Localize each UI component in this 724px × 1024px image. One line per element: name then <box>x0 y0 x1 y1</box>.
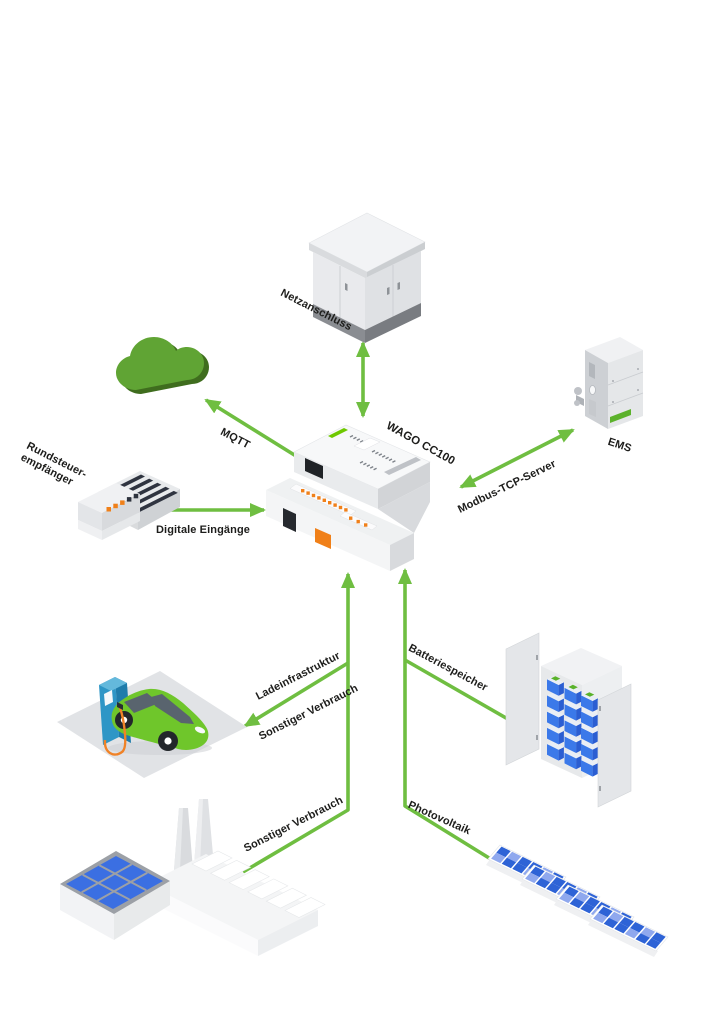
ev-charging-illustration <box>57 671 247 778</box>
side-windows <box>151 694 194 724</box>
headlight <box>194 726 206 734</box>
ems-device <box>574 337 644 429</box>
battery-modules <box>547 676 598 777</box>
battery-storage-illustration <box>505 632 632 808</box>
orange-lever <box>315 528 331 549</box>
wago-logo <box>328 428 348 438</box>
electric-car <box>111 688 209 751</box>
arrow-mqtt <box>204 398 297 458</box>
door-handle <box>397 282 400 290</box>
arrow-modbus-tcp <box>459 428 575 489</box>
battery-door-right <box>597 683 632 808</box>
wago-cc100-device <box>266 424 431 571</box>
door-handle <box>387 287 390 295</box>
charge-port <box>117 702 123 710</box>
ems-brand-strip <box>610 409 631 423</box>
arrow-ladeinfrastruktur <box>243 661 349 728</box>
door-handle <box>345 283 348 291</box>
connections <box>163 341 575 874</box>
rundsteuerempfaenger-device <box>78 471 180 540</box>
netzanschluss-cabinet <box>308 212 426 343</box>
cloud-icon <box>116 337 209 394</box>
line-verbrauch-links <box>242 572 355 874</box>
line-erzeugung-rechts <box>398 568 503 868</box>
chimneys <box>174 799 214 870</box>
charging-cable <box>103 707 127 756</box>
ethernet-port <box>305 458 323 479</box>
battery-door-left <box>505 632 540 766</box>
rear-window <box>124 693 159 713</box>
factory-illustration <box>60 799 326 956</box>
line-batteriespeicher <box>404 658 514 724</box>
sawtooth-roof <box>191 850 326 918</box>
din-connector <box>283 508 296 532</box>
solar-roof-house <box>60 851 170 940</box>
label-digitale-eingaenge: Digitale Eingänge <box>156 524 250 536</box>
pv-array-illustration <box>486 845 668 957</box>
